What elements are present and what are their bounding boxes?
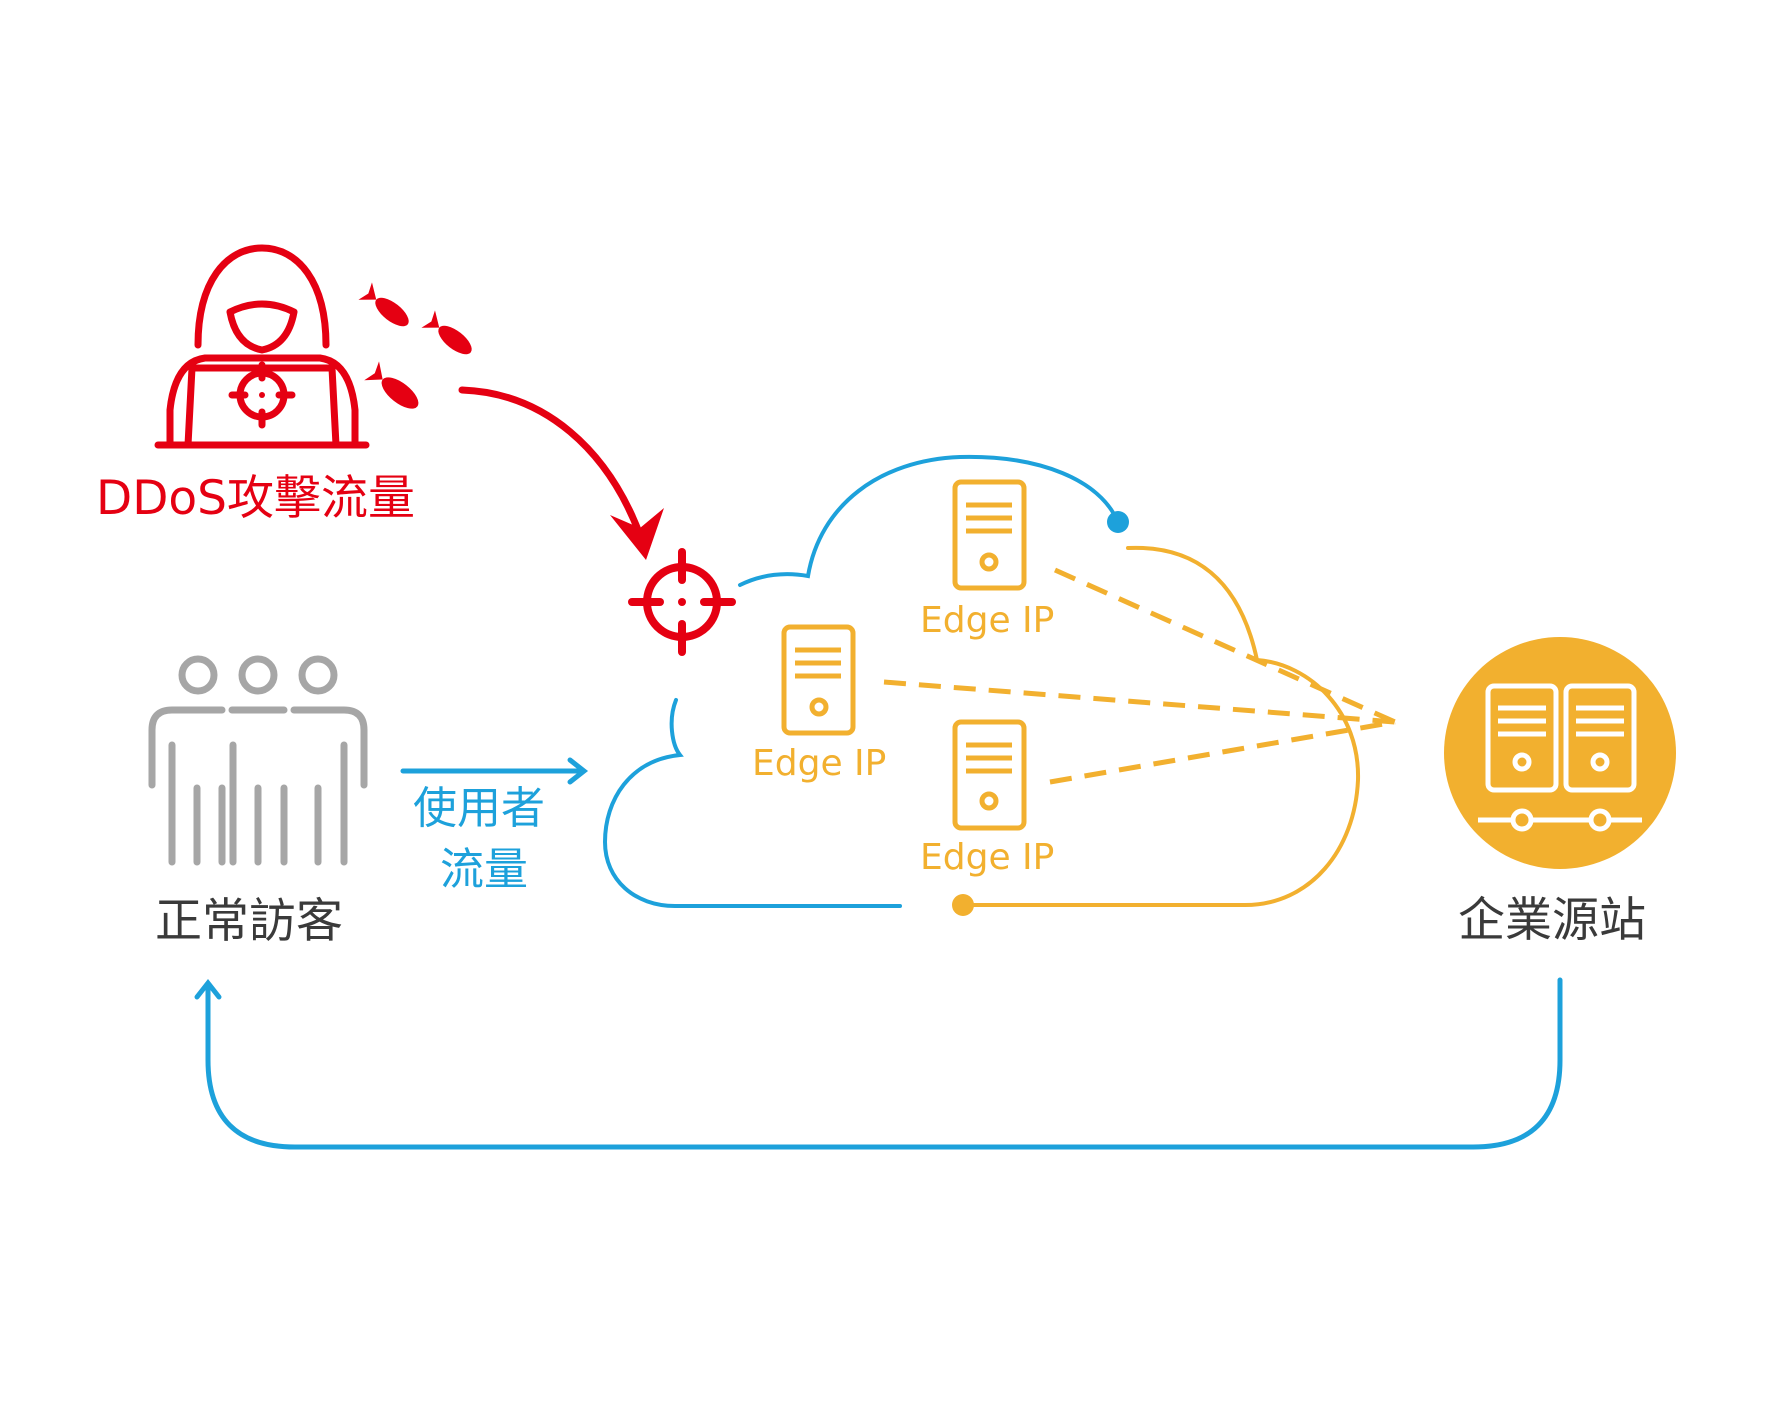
user-traffic-label-line2: 流量 [440,844,528,895]
edge-ip-label-top: Edge IP [920,600,1055,641]
origin-server-icon [1444,637,1676,869]
attack-arrow [458,386,664,560]
server-icon [781,624,856,736]
edge-to-origin-links [883,567,1397,785]
crosshair-icon [628,548,736,656]
server-icon [952,719,1027,831]
user-traffic-arrow [400,757,589,785]
cloud-outline-blue [602,454,1120,908]
edge-ip-label-bottom: Edge IP [920,837,1055,878]
cloud-outline-orange [961,545,1361,907]
origin-site-label: 企業源站 [1458,893,1646,948]
user-traffic-label-line1: 使用者 [413,783,545,834]
edge-ip-label-left: Edge IP [752,743,887,784]
return-traffic-arrow [194,977,1563,1150]
hacker-icon [154,244,370,449]
server-icon [952,479,1027,591]
bomb-icon [358,282,472,409]
ddos-traffic-label: DDoS攻擊流量 [96,471,415,526]
normal-visitors-label: 正常訪客 [155,894,343,949]
cloud-network [602,454,1361,916]
people-icon [148,655,368,866]
